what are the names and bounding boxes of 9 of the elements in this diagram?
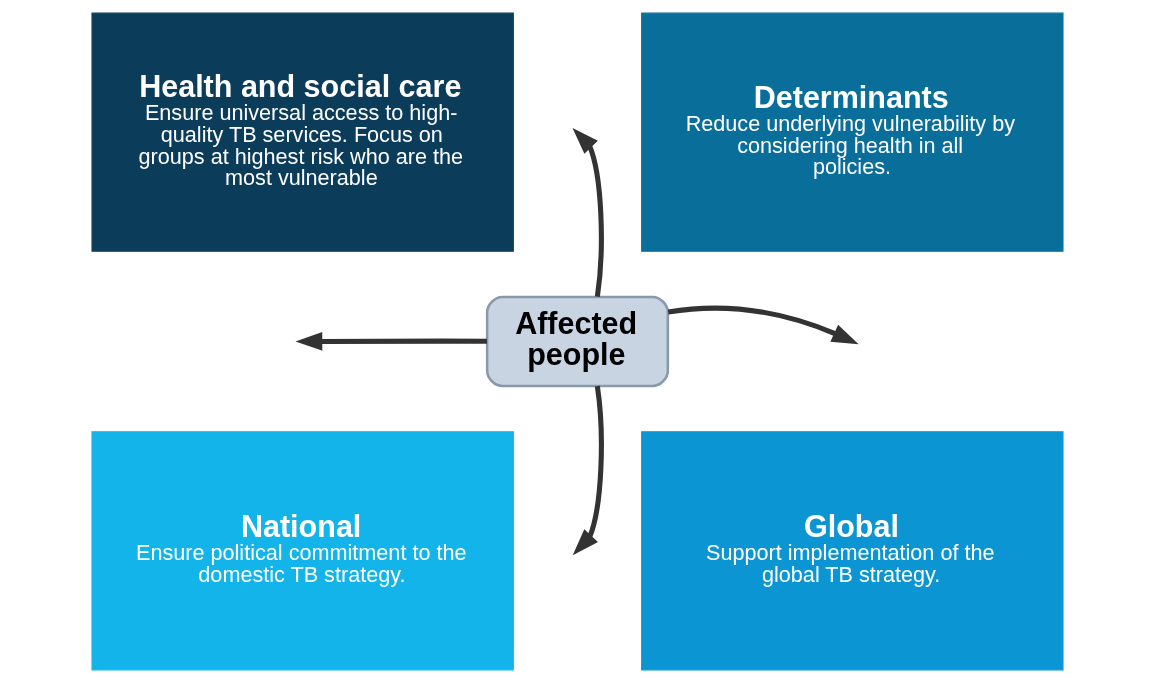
node-box: Global Support implementation of the global TB strategy.	[641, 431, 1064, 671]
arrow	[572, 127, 604, 297]
node-box: Determinants Reduce underlying vulnerability by considering health in all policies.	[641, 12, 1064, 252]
arrow	[295, 332, 487, 351]
arrow	[572, 385, 604, 556]
node-box: Health and social care Ensure universal access to high-quality TB services. Focus on groups at highest risk who are the most vulnerable	[91, 12, 514, 252]
node-box: Affected people	[485, 295, 670, 388]
arrow	[667, 305, 859, 345]
node-box: National Ensure political commitment to the domestic TB strategy.	[91, 431, 514, 671]
